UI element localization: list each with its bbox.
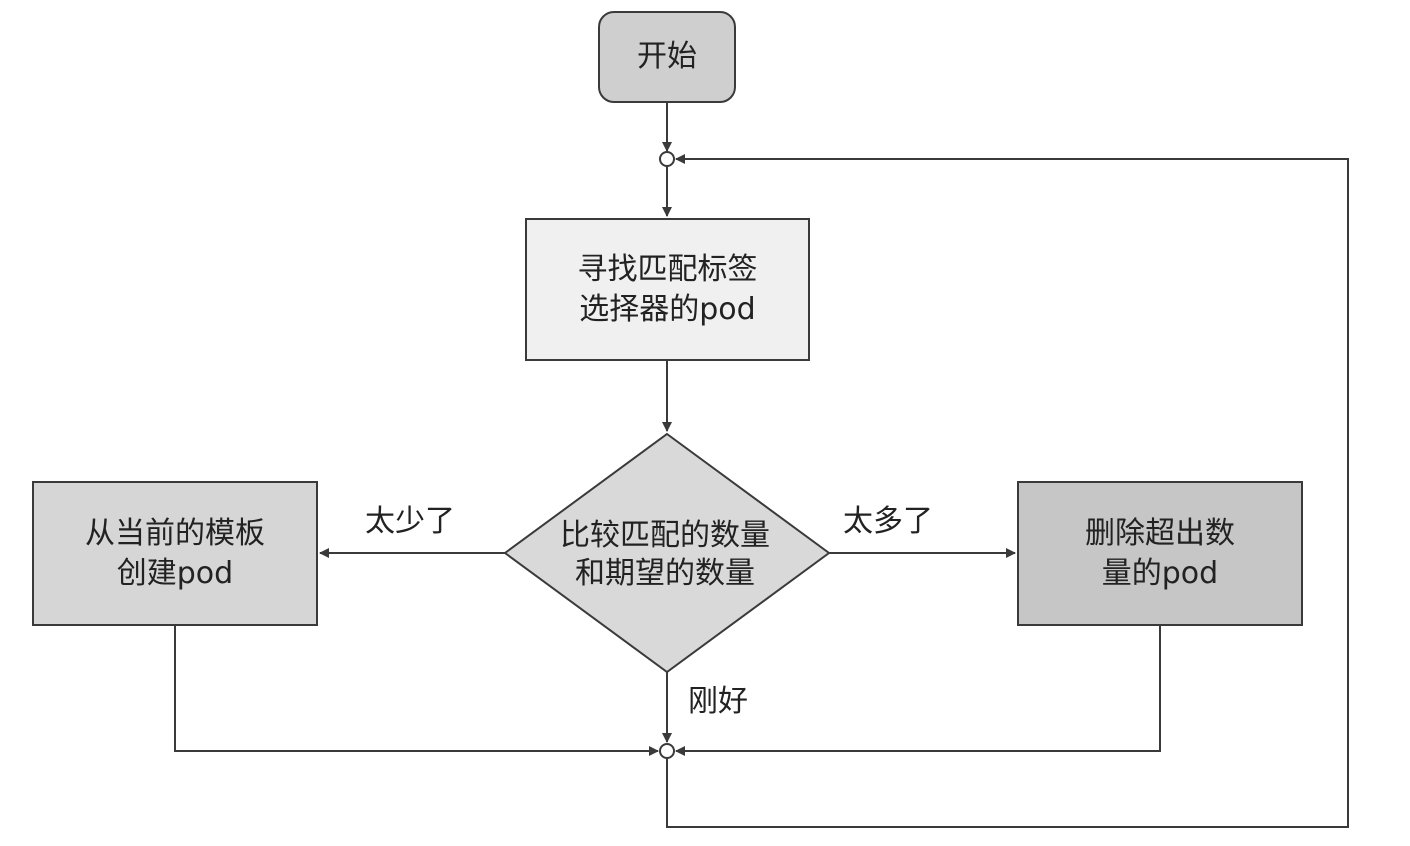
start-label: 开始 bbox=[637, 39, 697, 74]
just-right-label: 刚好 bbox=[688, 684, 748, 719]
compare-decision-diamond bbox=[503, 432, 831, 674]
too-few-label: 太少了 bbox=[365, 504, 455, 539]
compare-line-2: 和期望的数量 bbox=[575, 556, 755, 591]
compare-decision-label: 比较匹配的数量 和期望的数量 bbox=[525, 510, 805, 600]
edge-loop-back bbox=[666, 154, 1349, 828]
delete-pods-node: 删除超出数 量的pod bbox=[1017, 481, 1303, 626]
bottom-junction-circle bbox=[659, 743, 675, 759]
delete-pods-line-2: 量的pod bbox=[1101, 555, 1219, 591]
start-node: 开始 bbox=[598, 11, 736, 103]
compare-line-1: 比较匹配的数量 bbox=[560, 518, 770, 553]
edge-delete-to-junction bbox=[675, 626, 1161, 756]
edge-create-to-junction bbox=[174, 626, 659, 756]
find-pods-node: 寻找匹配标签 选择器的pod bbox=[525, 218, 810, 361]
create-pod-node: 从当前的模板 创建pod bbox=[32, 481, 318, 626]
top-junction-circle bbox=[659, 151, 675, 167]
find-pods-line-2: 选择器的pod bbox=[579, 291, 756, 327]
delete-pods-line-1: 删除超出数 bbox=[1085, 515, 1235, 551]
create-pod-line-2: 创建pod bbox=[116, 555, 234, 591]
too-many-label: 太多了 bbox=[843, 504, 933, 539]
find-pods-line-1: 寻找匹配标签 bbox=[577, 251, 758, 287]
create-pod-line-1: 从当前的模板 bbox=[85, 515, 265, 551]
